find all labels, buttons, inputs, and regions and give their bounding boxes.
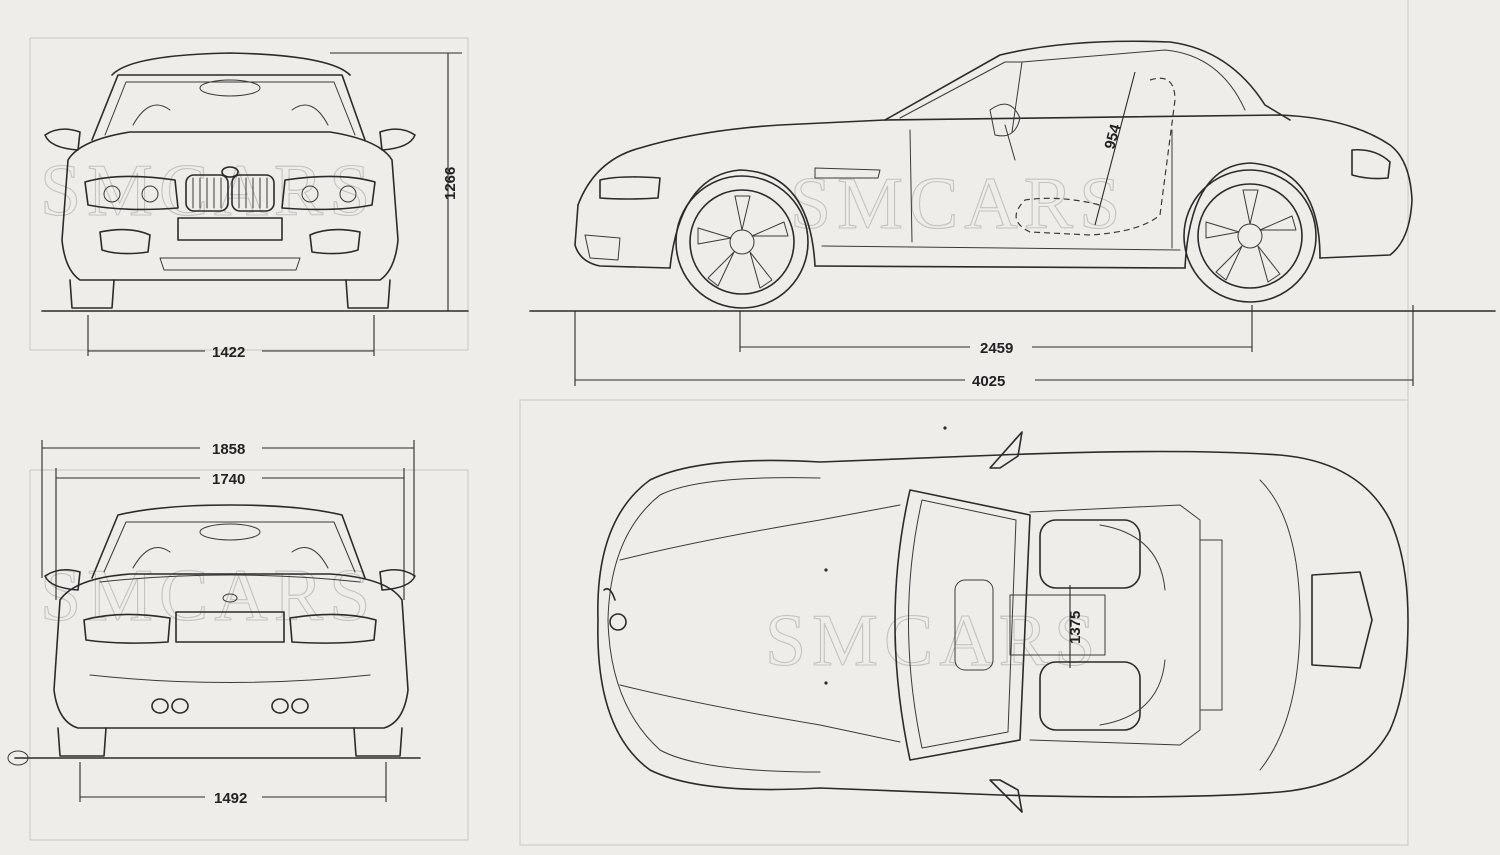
watermark-rear: SMCARS xyxy=(40,555,376,637)
watermarks: SMCARS SMCARS SMCARS SMCARS xyxy=(39,149,1126,682)
dim-seat-height: 954 xyxy=(1101,122,1124,151)
dim-front-track: 1422 xyxy=(212,344,245,361)
top-view: 1375 xyxy=(597,426,1409,813)
panel-frames xyxy=(29,0,1409,846)
front-view: 1266 1422 xyxy=(41,52,469,361)
dim-rear-track: 1492 xyxy=(214,790,247,807)
dim-cabin-width: 1375 xyxy=(1067,611,1084,644)
watermark-top: SMCARS xyxy=(765,600,1101,682)
side-view: 954 2459 4025 xyxy=(529,40,1496,390)
watermark-side: SMCARS xyxy=(790,163,1126,245)
dim-width-mirrors: 1858 xyxy=(212,441,245,458)
dim-length: 4025 xyxy=(972,373,1005,390)
dim-height: 1266 xyxy=(442,167,459,200)
rear-view: 1858 1740 1492 xyxy=(7,440,421,807)
dim-wheelbase: 2459 xyxy=(980,340,1013,357)
watermark-front: SMCARS xyxy=(40,150,376,232)
dim-width-body: 1740 xyxy=(212,471,245,488)
